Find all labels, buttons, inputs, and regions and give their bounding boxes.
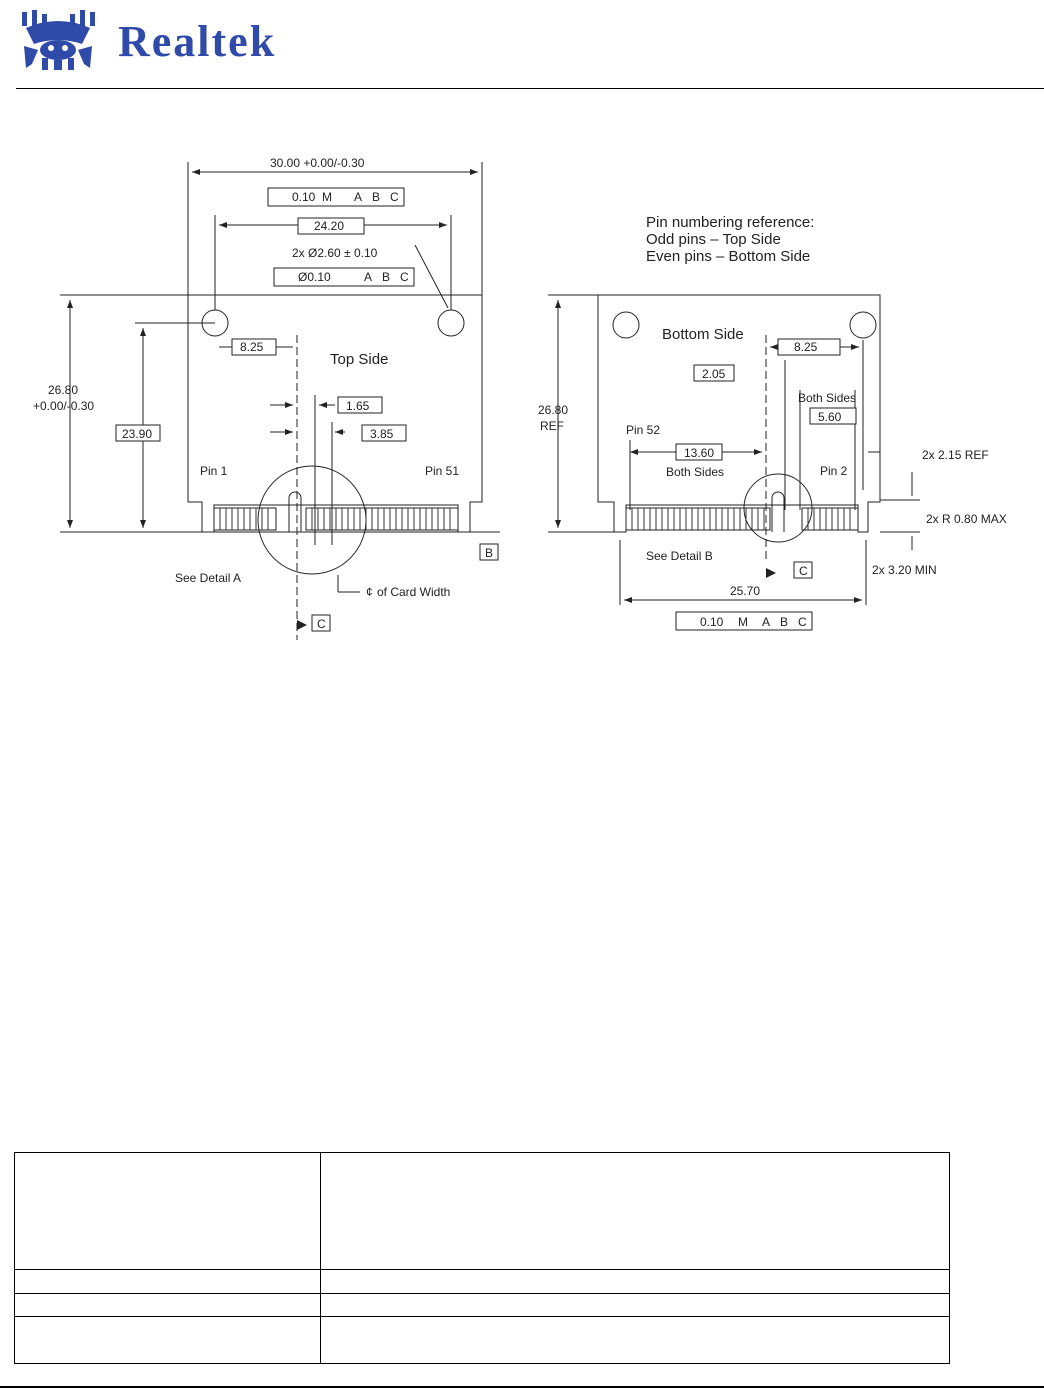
table-row [14, 1269, 950, 1294]
bottom-tol-value: 0.10 [700, 615, 724, 629]
top-pin1-label: Pin 1 [200, 464, 228, 478]
bottom-tol-datum-c: C [798, 615, 807, 629]
bottom-tol-datum-a: A [762, 615, 770, 629]
top-contact-fingers [213, 507, 459, 531]
top-overall-width: 30.00 +0.00/-0.30 [270, 156, 365, 170]
table-row [14, 1316, 950, 1364]
top-centerline-symbol: ¢ [366, 585, 373, 599]
bottom-datum-c: C [799, 564, 808, 578]
bottom-pin52-label: Pin 52 [626, 423, 660, 437]
top-pin51-label: Pin 51 [425, 464, 459, 478]
table-cell [320, 1269, 950, 1294]
top-hole-offset: 8.25 [240, 340, 264, 354]
page-header: Realtek [0, 0, 1044, 90]
brand-logo-text: Realtek [118, 17, 277, 66]
bottom-hole-left [612, 311, 640, 339]
top-tol-value: 0.10 [292, 190, 316, 204]
top-height: 26.80 [48, 383, 78, 397]
table-row [14, 1293, 950, 1317]
mechanical-drawing: 30.00 +0.00/-0.30 0.10 M A B C 24.20 2x … [0, 150, 1044, 650]
bottom-dim-560: 5.60 [818, 410, 842, 424]
top-hole-right [437, 309, 465, 337]
top-tol-modifier: M [322, 190, 332, 204]
top-card-outline [187, 294, 483, 533]
table-row [14, 1152, 950, 1270]
bottom-height: 26.80 [538, 403, 568, 417]
bottom-both-sides-b: Both Sides [666, 465, 724, 479]
bottom-dim-215: 2x 2.15 REF [922, 448, 989, 462]
top-detail-a: See Detail A [175, 571, 241, 585]
pin-ref-even: Even pins – Bottom Side [646, 248, 810, 265]
top-tol2-value: Ø0.10 [298, 270, 331, 284]
bottom-hole-offset: 8.25 [794, 340, 818, 354]
crab-logo-icon [22, 10, 95, 70]
top-datum-c: C [317, 617, 326, 631]
bottom-overall-width: 25.70 [730, 584, 760, 598]
top-hole-spec: 2x Ø2.60 ± 0.10 [292, 246, 378, 260]
top-dim-165: 1.65 [346, 399, 370, 413]
bottom-tol-modifier: M [738, 615, 748, 629]
bottom-dim-1360: 13.60 [684, 446, 714, 460]
pin-ref-title: Pin numbering reference: [646, 214, 814, 231]
bottom-both-sides-a: Both Sides [798, 391, 856, 405]
top-tol2-datum-a: A [364, 270, 372, 284]
top-tol-datum-a: A [354, 190, 362, 204]
top-hole-spacing: 24.20 [314, 219, 344, 233]
top-hole-height: 23.90 [122, 427, 152, 441]
table-cell [14, 1293, 321, 1317]
top-tol-datum-c: C [390, 190, 399, 204]
table-cell [320, 1152, 950, 1270]
bottom-hole-right [849, 311, 877, 339]
table-cell [14, 1269, 321, 1294]
bottom-height-ref: REF [540, 419, 564, 433]
footer-divider [0, 1386, 1044, 1388]
top-height-tol: +0.00/-0.30 [33, 399, 94, 413]
table-cell [14, 1316, 321, 1364]
pin-ref-odd: Odd pins – Top Side [646, 231, 781, 248]
table-cell [320, 1316, 950, 1364]
bottom-dim-205: 2.05 [702, 367, 726, 381]
bottom-card-outline [597, 294, 881, 533]
header-divider [16, 88, 1044, 89]
table-cell [320, 1293, 950, 1317]
top-side-label: Top Side [330, 351, 388, 368]
bottom-radius: 2x R 0.80 MAX [926, 512, 1007, 526]
bottom-min-320: 2x 3.20 MIN [872, 563, 937, 577]
top-tol-datum-b: B [372, 190, 380, 204]
top-dim-385: 3.85 [370, 427, 394, 441]
bottom-tol-datum-b: B [780, 615, 788, 629]
table-cell [14, 1152, 321, 1270]
top-card-width: of Card Width [377, 585, 450, 599]
top-tol2-datum-c: C [400, 270, 409, 284]
spec-table [14, 1152, 950, 1364]
bottom-side-label: Bottom Side [662, 326, 744, 343]
bottom-detail-b: See Detail B [646, 549, 713, 563]
bottom-contact-fingers [625, 507, 859, 531]
top-datum-b: B [485, 546, 493, 560]
top-tol2-datum-b: B [382, 270, 390, 284]
bottom-pin2-label: Pin 2 [820, 464, 848, 478]
card-dimension-drawing: 30.00 +0.00/-0.30 0.10 M A B C 24.20 2x … [33, 156, 1007, 640]
